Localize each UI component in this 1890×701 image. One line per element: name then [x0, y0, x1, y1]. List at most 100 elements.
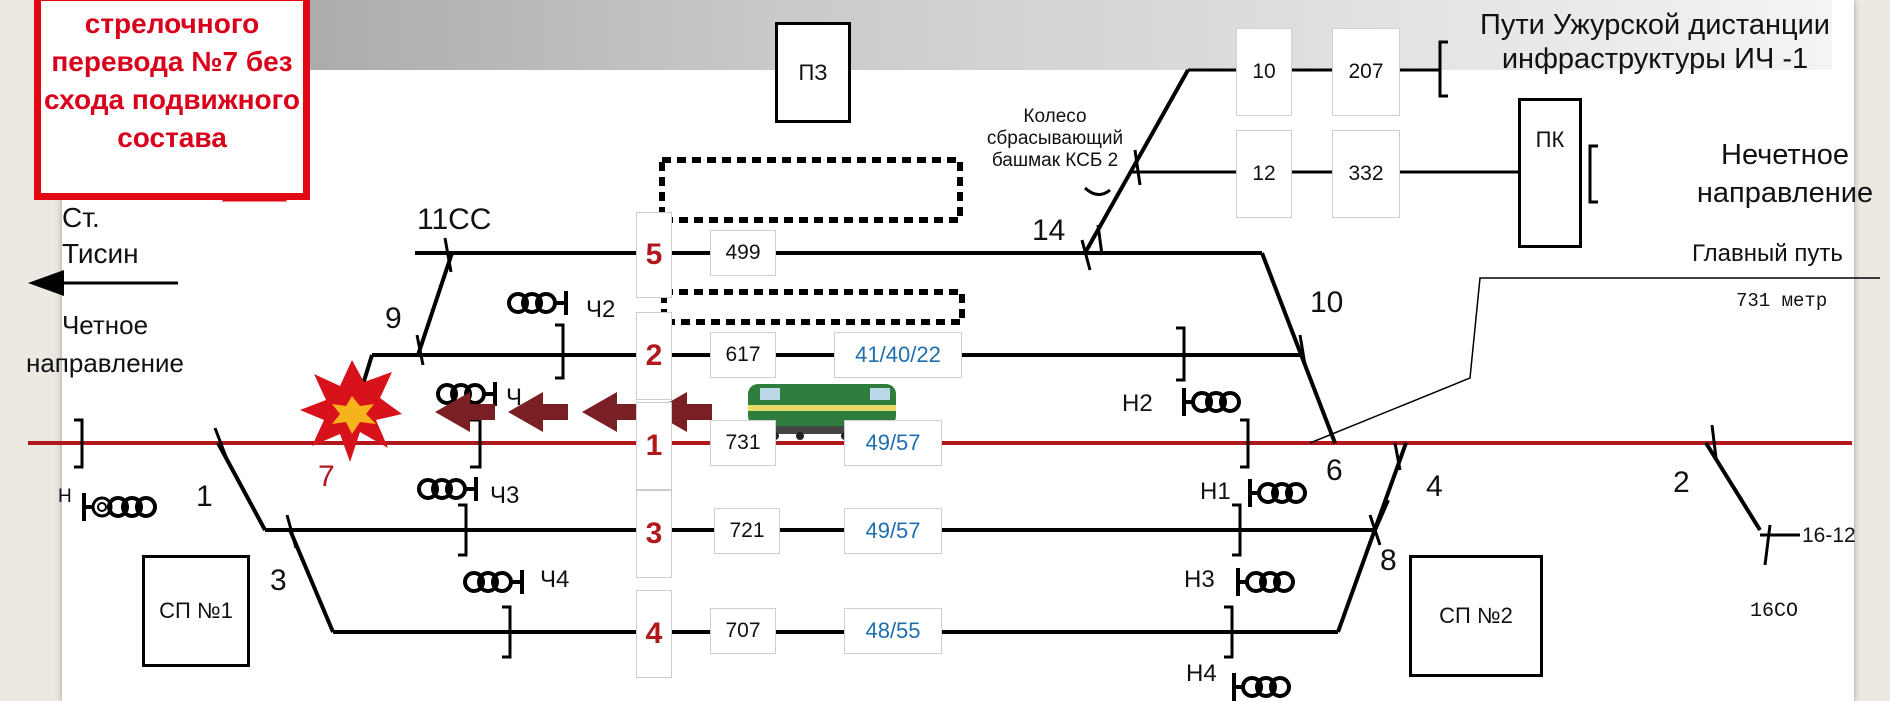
bufferstop-track2-n2	[1176, 326, 1186, 382]
wheel-shoe-tick	[1133, 149, 1142, 186]
switch-1-label: 1	[196, 480, 213, 513]
siding-outline-upper	[659, 157, 963, 223]
movement-arrow-1	[435, 392, 495, 432]
track-number-5: 5	[636, 212, 672, 298]
switch-4-label: 4	[1426, 470, 1443, 503]
switch-14-label: 14	[1032, 214, 1066, 247]
switch-8-tick	[1368, 514, 1382, 546]
switch-3-label: 3	[270, 564, 287, 597]
wheel-shoe-label: Колесо сбрасывающий башмак КСБ 2	[986, 106, 1124, 171]
ich-track-10-length: 207	[1332, 28, 1400, 116]
switch-11ss-label: 11СС	[417, 203, 492, 236]
building-sp1: СП №1	[142, 555, 250, 667]
switch-2-diagonal	[1704, 441, 1762, 532]
main-track-length: 731 метр	[1736, 290, 1828, 312]
switch-10-tick	[1298, 334, 1307, 366]
switch-7-label: 7	[318, 460, 335, 493]
switch-1-tick	[213, 427, 230, 463]
main-track-caption: Главный путь	[1692, 240, 1843, 267]
switch-10-label: 10	[1310, 286, 1344, 319]
track-number-3: 3	[636, 490, 672, 578]
ich-track-12-box: 12	[1236, 130, 1292, 218]
switch-8-label: 8	[1380, 544, 1397, 577]
switch-14-tick-b	[1096, 224, 1104, 256]
track-number-2: 2	[636, 312, 672, 400]
switch-11-tick	[443, 237, 453, 273]
switch-9-diagonal	[416, 252, 454, 356]
track-2-length: 617	[710, 332, 776, 378]
movement-arrows	[435, 392, 712, 432]
signal-ch-label: Ч	[506, 384, 522, 411]
derailment-burst-core-icon	[332, 396, 376, 434]
signal-n3-icon	[1236, 568, 1295, 596]
track-2-stat: 41/40/22	[834, 332, 962, 378]
signal-ch2-icon	[507, 291, 568, 315]
signal-n1-label: Н1	[1200, 478, 1231, 505]
main-track-leader	[1309, 277, 1880, 444]
siding-outline-lower	[661, 289, 965, 325]
bufferstop-track3-n3	[1232, 503, 1242, 557]
switch-16-12-label: 16-12	[1802, 524, 1856, 547]
switch-14-tick	[1080, 239, 1092, 271]
bufferstop-main-n1	[1240, 418, 1250, 469]
signal-ch2-label: Ч2	[586, 296, 616, 323]
odd-direction-label: Нечетное направление	[1696, 139, 1874, 209]
signal-n-label: Н	[58, 486, 72, 507]
switch-16-tick	[1763, 524, 1772, 566]
switch-8-diagonal	[1373, 499, 1390, 531]
ich-track-10-box: 10	[1236, 28, 1292, 116]
track-number-1: 1	[636, 402, 672, 490]
ich-track-bracket-pk	[1588, 144, 1598, 204]
track-5-length: 499	[710, 230, 776, 276]
station-name: Ст. Тисин	[62, 202, 139, 269]
header-band	[62, 0, 1832, 70]
bufferstop-main-left	[74, 418, 84, 469]
movement-arrow-3	[582, 392, 642, 432]
building-pk: ПК	[1518, 98, 1582, 248]
signal-ch4-icon	[463, 570, 524, 594]
wheel-shoe-hook	[1083, 186, 1111, 196]
signal-n2-icon	[1182, 388, 1241, 416]
switch-2-tick	[1710, 424, 1718, 459]
switch-3-tick	[285, 514, 298, 549]
switch-6-tick	[1393, 442, 1402, 471]
signal-n4-label: Н4	[1186, 660, 1217, 687]
ich-tracks-title: Пути Ужурской дистанции инфраструктуры И…	[1480, 9, 1830, 75]
track-3-stat: 49/57	[844, 508, 942, 554]
bufferstop-track3-ch3	[458, 503, 468, 557]
switch-10-diagonal	[1260, 252, 1337, 444]
track-1-length: 731	[710, 420, 776, 466]
ich-track-12-length: 332	[1332, 130, 1400, 218]
switch-9-tick	[415, 334, 425, 366]
even-direction-arrowhead	[28, 270, 64, 296]
derailment-callout: стрелочного перевода №7 без схода подвиж…	[34, 0, 310, 200]
signal-n2-label: Н2	[1122, 390, 1153, 417]
movement-arrow-2	[508, 392, 568, 432]
movement-arrow-4	[652, 392, 712, 432]
ich-track-bracket-top	[1438, 40, 1448, 98]
switch-16co-label: 16СО	[1750, 600, 1799, 623]
signal-ch3-label: Ч3	[490, 482, 520, 509]
building-pz: ПЗ	[775, 22, 851, 123]
switch-6-label: 6	[1326, 454, 1343, 487]
signal-n1-icon	[1248, 479, 1307, 507]
signal-n4-icon	[1232, 673, 1291, 701]
building-sp2: СП №2	[1409, 555, 1543, 677]
signal-n3-label: Н3	[1184, 566, 1215, 593]
bufferstop-track4-n4	[1224, 605, 1234, 659]
switch-9-label: 9	[385, 302, 402, 335]
signal-ch3-icon	[417, 477, 478, 501]
switch-4-diagonal	[1336, 442, 1408, 633]
even-direction-label: Четное направление	[25, 310, 184, 378]
track-4-stat: 48/55	[844, 608, 942, 654]
bufferstop-track2-ch2	[555, 323, 565, 380]
bufferstop-track4-ch4	[502, 605, 512, 659]
track-number-4: 4	[636, 590, 672, 678]
signal-n-icon	[82, 493, 157, 521]
signal-ch4-label: Ч4	[540, 566, 570, 593]
signal-ch-icon	[436, 382, 497, 406]
track-4-length: 707	[710, 608, 776, 654]
track-3-length: 721	[714, 508, 780, 554]
switch-2-label: 2	[1673, 466, 1690, 499]
